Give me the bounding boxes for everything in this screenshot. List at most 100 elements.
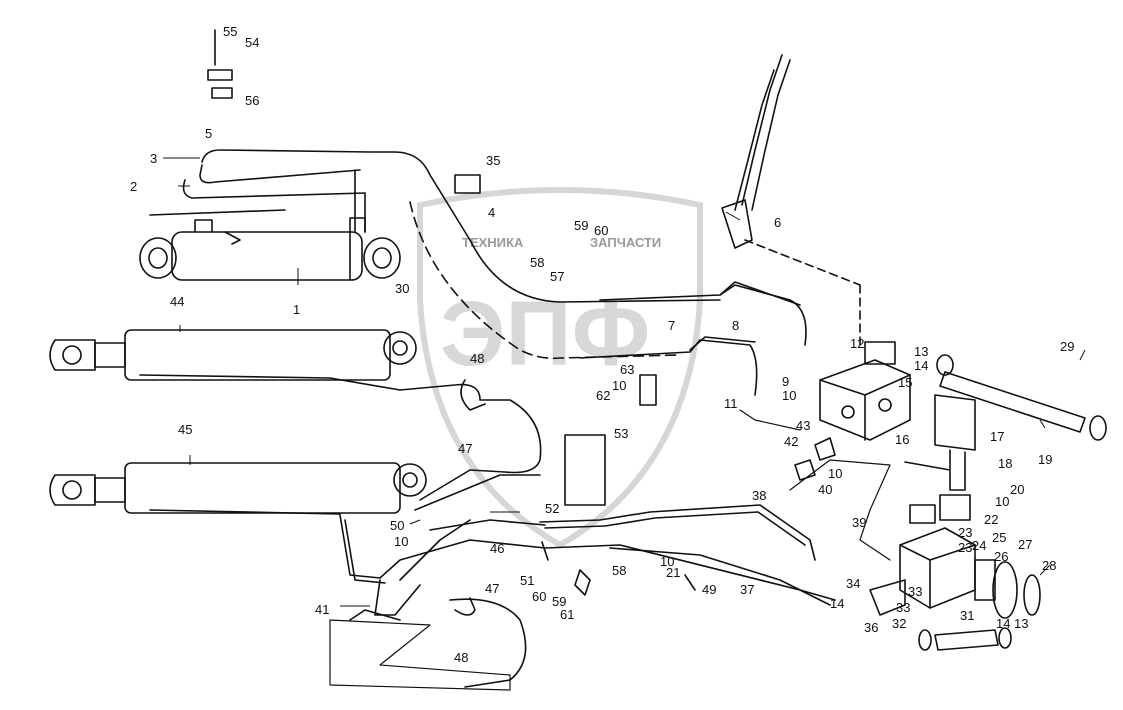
callout-1: 1 bbox=[293, 302, 300, 317]
callout-62: 62 bbox=[596, 388, 610, 403]
callout-39: 39 bbox=[852, 515, 866, 530]
callout-10-b: 10 bbox=[612, 378, 626, 393]
callout-9: 9 bbox=[782, 374, 789, 389]
callout-38: 38 bbox=[752, 488, 766, 503]
callout-35: 35 bbox=[486, 153, 500, 168]
callout-24: 24 bbox=[972, 538, 986, 553]
callout-55: 55 bbox=[223, 24, 237, 39]
watermark: ЭПФ ТЕХНИКА ЗАПЧАСТИ bbox=[417, 187, 703, 549]
callout-11: 11 bbox=[724, 396, 738, 411]
callout-54: 54 bbox=[245, 35, 259, 50]
callout-61: 61 bbox=[560, 607, 574, 622]
watermark-logo: ЭПФ bbox=[440, 283, 650, 385]
callout-44: 44 bbox=[170, 294, 184, 309]
watermark-right-text: ЗАПЧАСТИ bbox=[590, 235, 661, 250]
suction-hose bbox=[934, 629, 999, 651]
bracket-17 bbox=[904, 394, 976, 491]
callout-21: 21 bbox=[666, 565, 680, 580]
hose-2 bbox=[182, 179, 366, 199]
line-7 bbox=[579, 339, 758, 396]
callout-13-a: 13 bbox=[914, 344, 928, 359]
callout-10-d: 10 bbox=[995, 494, 1009, 509]
callout-50: 50 bbox=[390, 518, 404, 533]
callout-53: 53 bbox=[614, 426, 628, 441]
callout-14-b: 14 bbox=[830, 596, 844, 611]
callout-47-b: 47 bbox=[485, 581, 499, 596]
callout-18: 18 bbox=[998, 456, 1012, 471]
callout-60-b: 60 bbox=[532, 589, 546, 604]
callout-57: 57 bbox=[550, 269, 564, 284]
control-lever bbox=[721, 54, 791, 249]
large-cylinder-45 bbox=[49, 462, 427, 515]
callout-34: 34 bbox=[846, 576, 860, 591]
return-hose bbox=[939, 371, 1086, 433]
callout-13-b: 13 bbox=[1014, 616, 1028, 631]
callout-33-b: 33 bbox=[896, 600, 910, 615]
callout-46: 46 bbox=[490, 541, 504, 556]
callout-37: 37 bbox=[740, 582, 754, 597]
callout-56: 56 bbox=[245, 93, 259, 108]
callout-10-f: 10 bbox=[660, 554, 674, 569]
callout-10-e: 10 bbox=[394, 534, 408, 549]
callout-48-b: 48 bbox=[454, 650, 468, 665]
large-cylinder-44 bbox=[49, 329, 417, 381]
callout-12: 12 bbox=[850, 336, 864, 351]
control-valve bbox=[819, 341, 911, 441]
callout-4: 4 bbox=[488, 205, 495, 220]
callout-5: 5 bbox=[205, 126, 212, 141]
hose-3-b bbox=[199, 164, 361, 184]
callout-52: 52 bbox=[545, 501, 559, 516]
small-cylinder bbox=[139, 209, 401, 281]
callout-48-a: 48 bbox=[470, 351, 484, 366]
callout-63: 63 bbox=[620, 362, 634, 377]
callout-6: 6 bbox=[774, 215, 781, 230]
callout-31: 31 bbox=[960, 608, 974, 623]
callout-26: 26 bbox=[994, 549, 1008, 564]
callout-2: 2 bbox=[130, 179, 137, 194]
clip-53 bbox=[564, 434, 606, 506]
leader-lines bbox=[163, 157, 1086, 607]
callout-28: 28 bbox=[1042, 558, 1056, 573]
callout-51: 51 bbox=[520, 573, 534, 588]
callout-17: 17 bbox=[990, 429, 1004, 444]
callout-59-b: 59 bbox=[552, 594, 566, 609]
callout-labels: 1 2 3 4 5 6 7 8 9 10 10 10 10 10 10 11 1… bbox=[130, 24, 1074, 665]
hose-3 bbox=[201, 149, 721, 303]
callout-23-b: 23 bbox=[958, 540, 972, 555]
callout-58-a: 58 bbox=[530, 255, 544, 270]
callout-14-c: 14 bbox=[996, 616, 1010, 631]
callout-32: 32 bbox=[892, 616, 906, 631]
callout-43: 43 bbox=[796, 418, 810, 433]
callout-10-a: 10 bbox=[782, 388, 796, 403]
callout-23-a: 23 bbox=[958, 525, 972, 540]
callout-41: 41 bbox=[315, 602, 329, 617]
callout-40: 40 bbox=[818, 482, 832, 497]
callout-45: 45 bbox=[178, 422, 192, 437]
pump-assembly bbox=[869, 527, 1041, 619]
callout-36: 36 bbox=[864, 620, 878, 635]
callout-33-a: 33 bbox=[908, 584, 922, 599]
watermark-left-text: ТЕХНИКА bbox=[462, 235, 524, 250]
callout-47-a: 47 bbox=[458, 441, 472, 456]
callout-20: 20 bbox=[1010, 482, 1024, 497]
callout-10-c: 10 bbox=[828, 466, 842, 481]
callout-59-a: 59 bbox=[574, 218, 588, 233]
callout-16: 16 bbox=[895, 432, 909, 447]
callout-27: 27 bbox=[1018, 537, 1032, 552]
parts-drawing bbox=[49, 29, 1107, 691]
watermark-shield bbox=[417, 187, 703, 549]
callout-7: 7 bbox=[668, 318, 675, 333]
callout-42: 42 bbox=[784, 434, 798, 449]
callout-29: 29 bbox=[1060, 339, 1074, 354]
callout-58-b: 58 bbox=[612, 563, 626, 578]
callout-15: 15 bbox=[898, 375, 912, 390]
callout-19: 19 bbox=[1038, 452, 1052, 467]
callout-3: 3 bbox=[150, 151, 157, 166]
callout-30: 30 bbox=[395, 281, 409, 296]
callout-60-a: 60 bbox=[594, 223, 608, 238]
callout-8: 8 bbox=[732, 318, 739, 333]
line-8 bbox=[599, 284, 807, 346]
callout-14-a: 14 bbox=[914, 358, 928, 373]
callout-49: 49 bbox=[702, 582, 716, 597]
